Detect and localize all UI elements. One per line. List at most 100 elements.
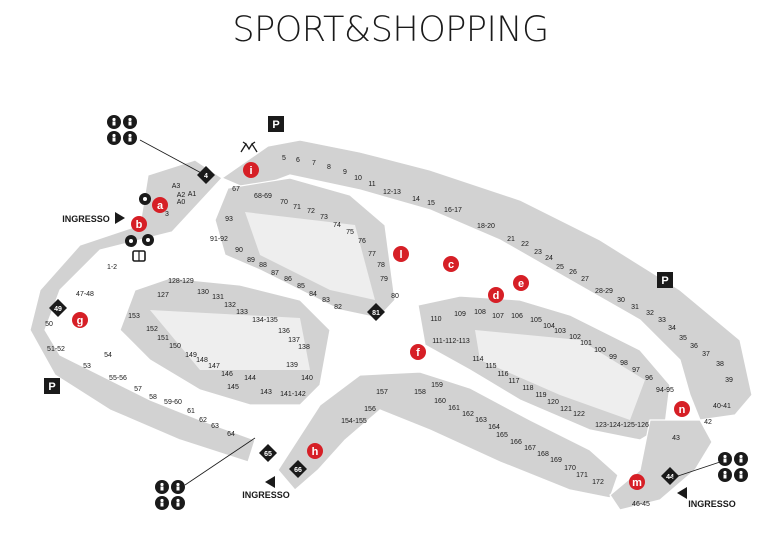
unit-label[interactable]: 46-45 — [632, 501, 650, 508]
unit-label[interactable]: 88 — [259, 262, 267, 269]
unit-label[interactable]: 64 — [227, 431, 235, 438]
unit-label[interactable]: 6 — [296, 157, 300, 164]
unit-label[interactable]: 133 — [236, 309, 248, 316]
unit-label[interactable]: 96 — [645, 375, 653, 382]
unit-label[interactable]: 90 — [235, 247, 243, 254]
badge-49[interactable]: 49 — [49, 299, 67, 317]
unit-label[interactable]: A1 — [188, 191, 197, 198]
unit-label[interactable]: 61 — [187, 408, 195, 415]
unit-label[interactable]: 152 — [146, 326, 158, 333]
unit-label[interactable]: 27 — [581, 276, 589, 283]
badge-65[interactable]: 65 — [259, 444, 277, 462]
unit-label[interactable]: 98 — [620, 360, 628, 367]
unit-label[interactable]: 57 — [134, 386, 142, 393]
unit-label[interactable]: 72 — [307, 208, 315, 215]
unit-label[interactable]: 110 — [430, 316, 441, 323]
unit-label[interactable]: 82 — [334, 304, 342, 311]
unit-label[interactable]: 74 — [333, 222, 341, 229]
unit-label[interactable]: 89 — [247, 257, 255, 264]
unit-label[interactable]: 119 — [535, 392, 546, 399]
unit-label[interactable]: 35 — [679, 335, 687, 342]
unit-label[interactable]: 14 — [412, 196, 420, 203]
marker-d[interactable]: d — [488, 287, 504, 303]
unit-label[interactable]: 99 — [609, 354, 617, 361]
unit-label[interactable]: 42 — [704, 419, 712, 426]
unit-label[interactable]: 47-48 — [76, 291, 94, 298]
unit-label[interactable]: 143 — [260, 389, 272, 396]
unit-label[interactable]: 114 — [472, 356, 483, 363]
unit-label[interactable]: 166 — [510, 439, 522, 446]
unit-label[interactable]: 68-69 — [254, 193, 272, 200]
badge-44[interactable]: 44 — [661, 467, 679, 485]
badge-4[interactable]: 4 — [197, 166, 215, 184]
unit-label[interactable]: 75 — [346, 229, 354, 236]
unit-label[interactable]: 34 — [668, 325, 676, 332]
unit-label[interactable]: 102 — [569, 334, 581, 341]
unit-label[interactable]: 16-17 — [444, 207, 462, 214]
unit-label[interactable]: 171 — [576, 472, 588, 479]
unit-label[interactable]: 79 — [380, 276, 388, 283]
unit-label[interactable]: 73 — [320, 214, 328, 221]
unit-label[interactable]: 86 — [284, 276, 292, 283]
unit-label[interactable]: 170 — [564, 465, 576, 472]
unit-label[interactable]: 21 — [507, 236, 515, 243]
unit-label[interactable]: 156 — [364, 406, 376, 413]
unit-label[interactable]: 25 — [556, 264, 564, 271]
unit-label[interactable]: 55-56 — [109, 375, 127, 382]
unit-label[interactable]: 12-13 — [383, 189, 401, 196]
unit-label[interactable]: 140 — [301, 375, 313, 382]
unit-label[interactable]: 100 — [594, 347, 606, 354]
marker-e[interactable]: e — [513, 275, 529, 291]
unit-label[interactable]: 50 — [45, 321, 53, 328]
unit-label[interactable]: 137 — [288, 337, 300, 344]
unit-label[interactable]: 67 — [232, 186, 240, 193]
unit-label[interactable]: 22 — [521, 241, 529, 248]
unit-label[interactable]: 107 — [492, 313, 504, 320]
unit-label[interactable]: 7 — [312, 160, 316, 167]
unit-label[interactable]: 105 — [530, 317, 542, 324]
unit-label[interactable]: 40-41 — [713, 403, 731, 410]
unit-label[interactable]: 147 — [208, 363, 220, 370]
unit-label[interactable]: 37 — [702, 351, 710, 358]
unit-label[interactable]: 136 — [278, 328, 290, 335]
unit-label[interactable]: 10 — [354, 175, 362, 182]
unit-label[interactable]: 83 — [322, 297, 330, 304]
unit-label[interactable]: 101 — [580, 340, 592, 347]
unit-label[interactable]: 1-2 — [107, 264, 117, 271]
unit-label[interactable]: 18-20 — [477, 223, 495, 230]
unit-label[interactable]: 108 — [474, 309, 486, 316]
unit-label[interactable]: 94-95 — [656, 387, 674, 394]
marker-c[interactable]: c — [443, 256, 459, 272]
unit-label[interactable]: 168 — [537, 451, 549, 458]
unit-label[interactable]: 159 — [431, 382, 443, 389]
unit-label[interactable]: 149 — [185, 352, 197, 359]
unit-label[interactable]: 157 — [376, 389, 388, 396]
unit-label[interactable]: 118 — [522, 385, 533, 392]
unit-label[interactable]: 134-135 — [252, 317, 278, 324]
unit-label[interactable]: 63 — [211, 423, 219, 430]
unit-label[interactable]: 117 — [508, 378, 519, 385]
unit-label[interactable]: 151 — [157, 335, 169, 342]
unit-label[interactable]: 123-124-125-126 — [595, 422, 649, 429]
unit-label[interactable]: 116 — [497, 371, 508, 378]
unit-label[interactable]: 62 — [199, 417, 207, 424]
unit-label[interactable]: 26 — [569, 269, 577, 276]
unit-label[interactable]: 122 — [573, 411, 585, 418]
unit-label[interactable]: 85 — [297, 283, 305, 290]
unit-label[interactable]: 106 — [511, 313, 523, 320]
unit-label[interactable]: 24 — [545, 255, 553, 262]
unit-label[interactable]: 23 — [534, 249, 542, 256]
unit-label[interactable]: 150 — [169, 343, 181, 350]
unit-label[interactable]: 51-52 — [47, 346, 65, 353]
unit-label[interactable]: 28-29 — [595, 288, 613, 295]
unit-label[interactable]: 84 — [309, 291, 317, 298]
unit-label[interactable]: 78 — [377, 262, 385, 269]
marker-l[interactable]: l — [393, 246, 409, 262]
unit-label[interactable]: 31 — [631, 304, 639, 311]
unit-label[interactable]: 160 — [434, 398, 446, 405]
unit-label[interactable]: 131 — [212, 294, 224, 301]
marker-a[interactable]: a — [152, 197, 168, 213]
unit-label[interactable]: 58 — [149, 394, 157, 401]
unit-label[interactable]: 121 — [560, 406, 572, 413]
unit-label[interactable]: 115 — [485, 363, 496, 370]
